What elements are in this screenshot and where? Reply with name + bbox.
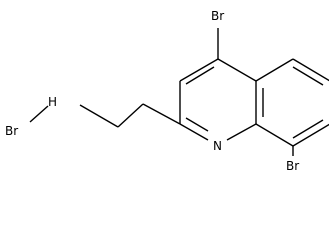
bond-propyl2-propyl3 [79, 104, 119, 128]
bond-c4-c4a [217, 58, 257, 82]
bond-c7-c8 [292, 123, 329, 147]
atom-nitrogen: N [213, 139, 222, 153]
atom-hbr-br: Br [5, 124, 18, 138]
bond-c5-c6 [292, 58, 329, 82]
structure-diagram: Br Br N H Br [0, 0, 329, 176]
atom-br-top: Br [211, 9, 224, 23]
atom-hbr-h: H [48, 95, 57, 109]
bond-c7-c8-inner [292, 119, 324, 139]
bond-c4a-c5 [255, 58, 294, 82]
bond-c2-n [179, 123, 209, 141]
bond-c4-c3-inner [185, 66, 215, 85]
canvas-background [0, 0, 329, 176]
bond-h-br [29, 105, 49, 123]
bond-c5-c6-inner [292, 66, 324, 86]
bond-c2-n-inner [185, 117, 209, 132]
bond-c8-c8a [255, 123, 294, 147]
bond-n-c8a [226, 123, 257, 141]
atom-br-bottom: Br [286, 159, 299, 173]
atom-labels: Br Br N H Br [5, 9, 299, 173]
bond-c4-c3 [179, 58, 219, 82]
bond-propyl1-propyl2 [117, 103, 144, 128]
bond-c2-propyl1 [142, 103, 181, 125]
bond-lines [29, 28, 329, 156]
